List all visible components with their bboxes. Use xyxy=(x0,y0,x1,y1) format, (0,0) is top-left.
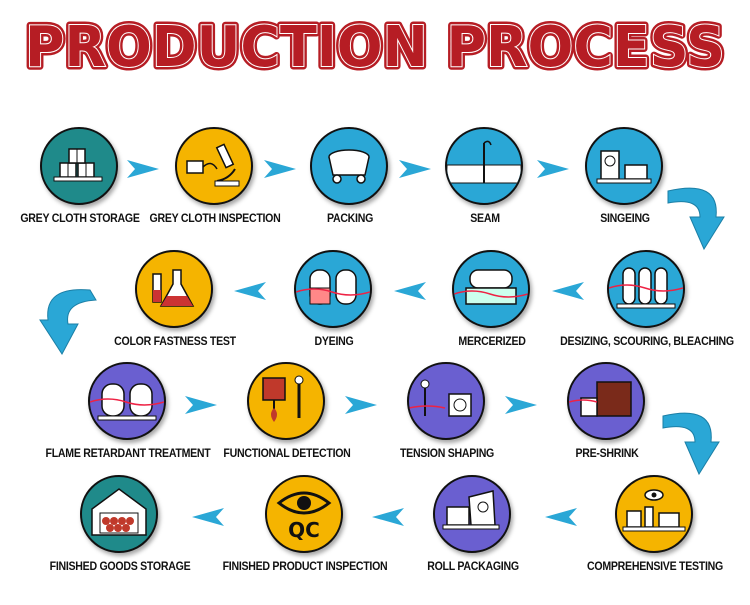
fire-test-icon xyxy=(247,362,325,440)
step-label: TENSION SHAPING xyxy=(399,448,495,460)
step-desizing: DESIZING, SCOURING, BLEACHING xyxy=(560,250,734,380)
arrow-right-icon xyxy=(264,160,296,178)
step-grey-cloth-inspection: GREY CLOTH INSPECTION xyxy=(135,127,295,257)
curved-arrow-icon xyxy=(667,187,725,251)
step-mercerized: MERCERIZED xyxy=(412,250,572,380)
arrow-left-icon xyxy=(545,508,577,526)
arrow-right-icon xyxy=(399,160,431,178)
step-label: FUNCTIONAL DETECTION xyxy=(223,448,351,460)
needle-icon xyxy=(445,127,523,205)
treatment-tanks-icon xyxy=(88,362,166,440)
tanks-icon xyxy=(607,250,685,328)
page-title-graphic: PRODUCTION PROCESS PRODUCTION PROCESS PR… xyxy=(22,12,729,84)
step-grey-cloth-storage: GREY CLOTH STORAGE xyxy=(0,127,160,257)
step-label: FINISHED GOODS STORAGE xyxy=(49,561,191,573)
step-label: MERCERIZED xyxy=(458,336,526,348)
curved-arrow-icon xyxy=(39,289,97,355)
step-functional-detection: FUNCTIONAL DETECTION xyxy=(207,362,367,492)
step-color-fastness: COLOR FASTNESS TEST xyxy=(95,250,255,380)
arrow-right-icon xyxy=(127,160,159,178)
mercerizing-machine-icon xyxy=(452,250,530,328)
dyeing-machine-icon xyxy=(294,250,372,328)
step-label: COMPREHENSIVE TESTING xyxy=(587,561,723,573)
step-label: GREY CLOTH STORAGE xyxy=(20,213,140,225)
warehouse-icon xyxy=(80,475,158,553)
arrow-left-icon xyxy=(192,508,224,526)
step-label: FINISHED PRODUCT INSPECTION xyxy=(222,561,388,573)
step-label: FLAME RETARDANT TREATMENT xyxy=(45,448,211,460)
step-label: DESIZING, SCOURING, BLEACHING xyxy=(560,336,734,348)
singeing-machine-icon xyxy=(585,127,663,205)
step-finished-goods-storage: FINISHED GOODS STORAGE xyxy=(40,475,200,605)
fabric-bales-icon xyxy=(40,127,118,205)
step-label: ROLL PACKAGING xyxy=(427,561,519,573)
roll-packaging-icon xyxy=(433,475,511,553)
step-finished-product-inspection: QC FINISHED PRODUCT INSPECTION xyxy=(223,475,388,605)
cart-icon xyxy=(310,127,388,205)
step-comprehensive-testing: COMPREHENSIVE TESTING xyxy=(575,475,735,605)
page-title-inner: PRODUCTION PROCESS xyxy=(25,15,725,80)
step-label: COLOR FASTNESS TEST xyxy=(114,336,236,348)
arrow-right-icon xyxy=(185,396,217,414)
arrow-right-icon xyxy=(537,160,569,178)
step-tension-shaping: TENSION SHAPING xyxy=(367,362,527,492)
page-title: PRODUCTION PROCESS xyxy=(25,15,725,80)
step-flame-retardant: FLAME RETARDANT TREATMENT xyxy=(46,362,211,492)
arrow-right-icon xyxy=(345,396,377,414)
page-title-core: PRODUCTION PROCESS xyxy=(25,15,725,80)
step-pre-shrink: PRE-SHRINK xyxy=(527,362,687,492)
step-singeing: SINGEING xyxy=(545,127,705,257)
shrink-machine-icon xyxy=(567,362,645,440)
tension-frame-icon xyxy=(407,362,485,440)
step-label: SEAM xyxy=(470,213,500,225)
step-dyeing: DYEING xyxy=(254,250,414,380)
step-seam: SEAM xyxy=(405,127,565,257)
arrow-left-icon xyxy=(234,282,266,300)
step-label: PRE-SHRINK xyxy=(575,448,639,460)
svg-text:QC: QC xyxy=(288,518,320,542)
step-label: DYEING xyxy=(314,336,354,348)
lab-flasks-icon xyxy=(135,250,213,328)
testing-tools-icon xyxy=(615,475,693,553)
step-label: GREY CLOTH INSPECTION xyxy=(149,213,281,225)
step-label: PACKING xyxy=(326,213,374,225)
step-packing: PACKING xyxy=(270,127,430,257)
step-label: SINGEING xyxy=(600,213,650,225)
step-roll-packaging: ROLL PACKAGING xyxy=(393,475,553,605)
curved-arrow-icon xyxy=(662,412,720,476)
arrow-left-icon xyxy=(552,282,584,300)
microscope-icon xyxy=(175,127,253,205)
arrow-right-icon xyxy=(505,396,537,414)
arrow-left-icon xyxy=(394,282,426,300)
qc-eye-icon: QC xyxy=(265,475,343,553)
arrow-left-icon xyxy=(372,508,404,526)
